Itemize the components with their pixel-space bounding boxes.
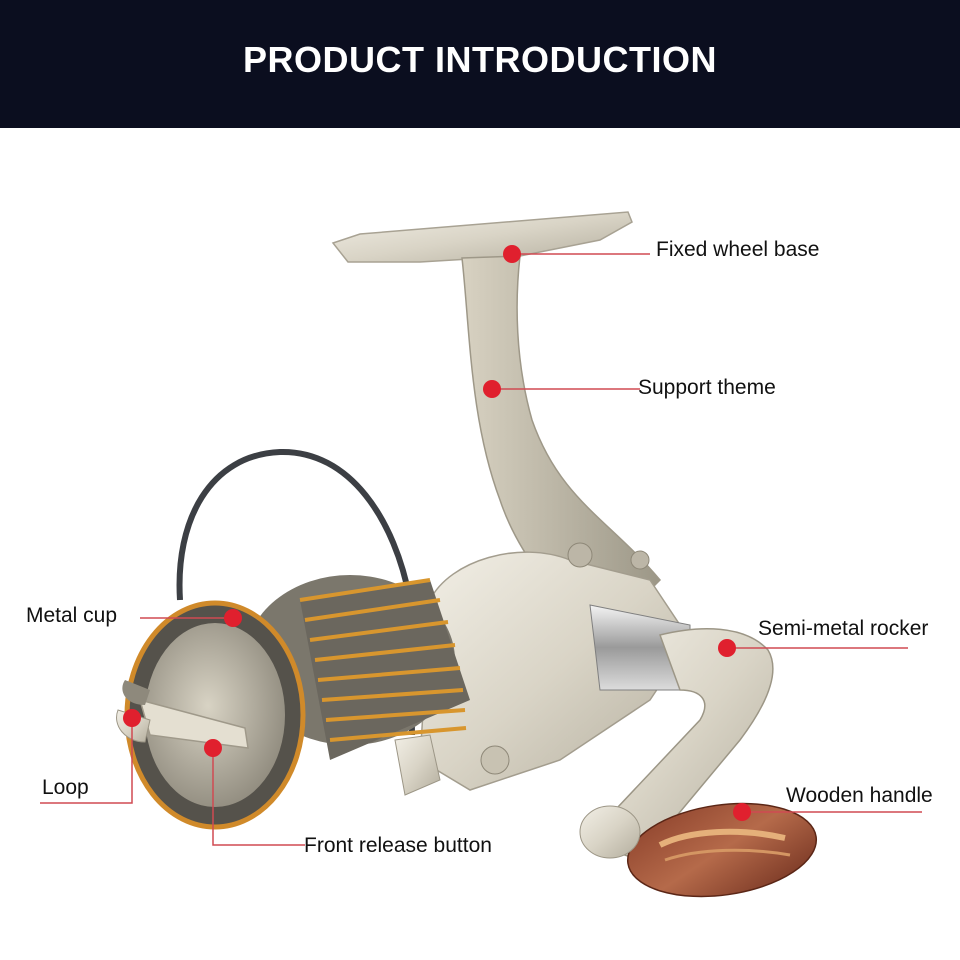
- bail-arm: [394, 734, 441, 796]
- bail-wire: [176, 448, 415, 736]
- callout-dot-fixed-wheel-base: [503, 245, 521, 263]
- callout-dot-wooden-handle: [733, 803, 751, 821]
- crank-arm: [583, 628, 774, 861]
- header-banner: PRODUCT INTRODUCTION: [0, 0, 960, 128]
- callout-lines: [40, 253, 922, 846]
- label-front-release-button: Front release button: [304, 834, 492, 857]
- label-metal-cup: Metal cup: [26, 604, 118, 627]
- label-fixed-wheel-base: Fixed wheel base: [656, 238, 820, 261]
- banner-title: PRODUCT INTRODUCTION: [243, 39, 717, 80]
- callout-dot-support-theme: [483, 380, 501, 398]
- callout-dot-front-release-button: [204, 739, 222, 757]
- spool-windings: [299, 578, 470, 760]
- label-semi-metal-rocker: Semi-metal rocker: [758, 617, 929, 640]
- callout-dot-semi-metal-rocker: [718, 639, 736, 657]
- reel-foot: [331, 211, 633, 263]
- callout-dots: [123, 245, 751, 821]
- callout-line-front-release-button: [212, 748, 305, 846]
- label-wooden-handle: Wooden handle: [786, 784, 933, 807]
- label-loop: Loop: [42, 776, 89, 799]
- callout-dot-metal-cup: [224, 609, 242, 627]
- callout-line-loop: [40, 718, 133, 804]
- callout-dot-loop: [123, 709, 141, 727]
- label-support-theme: Support theme: [638, 376, 776, 399]
